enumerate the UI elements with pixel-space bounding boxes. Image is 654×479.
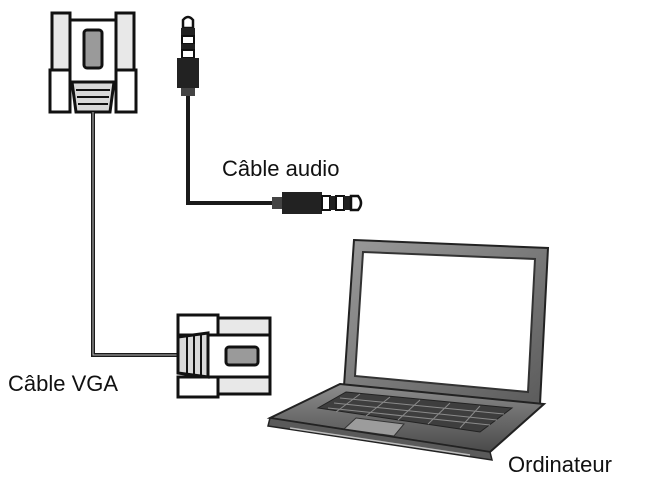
- audio-cable-label: Câble audio: [222, 156, 340, 181]
- vga-connector-bottom-icon: [176, 313, 272, 399]
- computer-label: Ordinateur: [508, 452, 612, 477]
- vga-cable-label: Câble VGA: [8, 371, 119, 396]
- vga-connector-top-icon: [48, 11, 138, 114]
- audio-cable-line: [186, 96, 272, 205]
- audio-jack-right-icon: [272, 192, 363, 214]
- laptop-icon: [266, 238, 550, 461]
- audio-jack-top-icon: [177, 15, 199, 96]
- vga-cable-line: [91, 112, 180, 357]
